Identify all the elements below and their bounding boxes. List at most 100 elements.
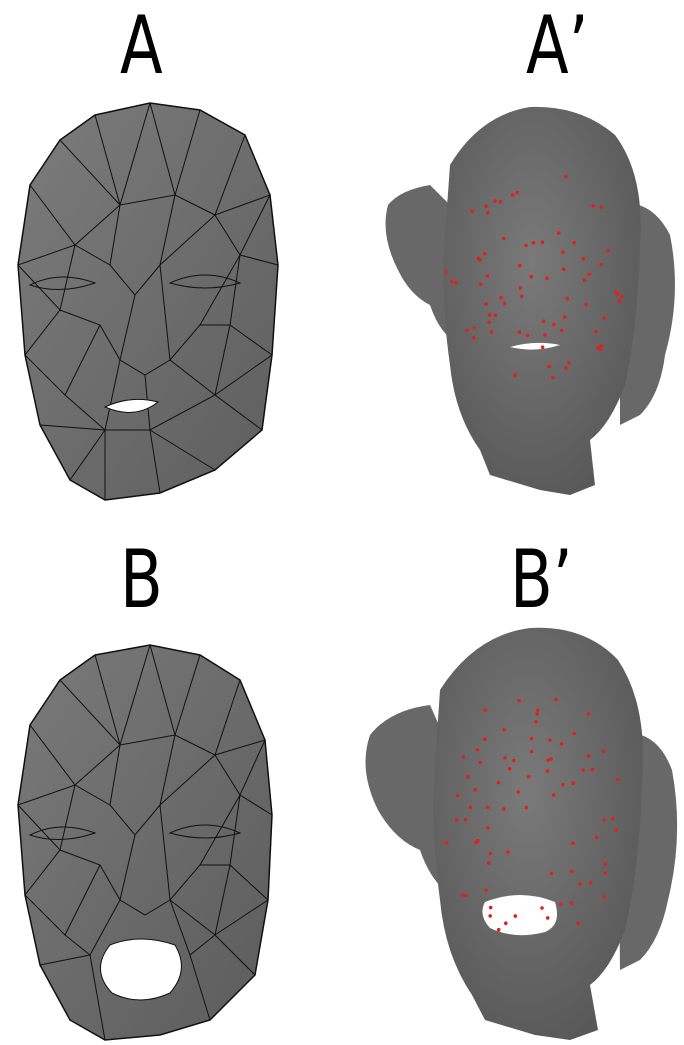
landmark-dot [561,250,565,254]
landmark-dot [517,699,521,703]
landmark-dot [515,191,519,195]
landmark-dot [602,818,606,822]
landmark-dot [576,922,580,926]
landmark-dot [462,755,466,759]
statue-mouth [482,895,557,935]
landmark-dot [518,264,522,268]
landmark-dot [530,750,534,754]
landmark-dot [484,302,488,306]
landmark-dot [581,768,585,772]
landmark-dot [536,709,540,713]
landmark-dot [479,282,483,286]
landmark-dot [483,708,487,712]
landmark-dot [490,330,494,334]
landmark-dot [526,334,530,338]
landmark-dot [589,881,593,885]
landmark-dot [603,862,607,866]
landmark-dot [532,241,536,245]
landmark-dot [554,698,558,702]
mouth-opening [100,939,181,1000]
landmark-dot [552,323,556,327]
landmark-dot [591,768,595,772]
landmark-dot [611,817,615,821]
landmark-dot [454,281,458,285]
landmark-dot [471,210,475,214]
landmark-dot [564,366,568,370]
landmark-dot [450,280,454,284]
landmark-dot [469,806,473,810]
landmark-dot [602,316,606,320]
landmark-dot [570,901,574,905]
landmark-dot [599,206,603,210]
landmark-dot [486,274,490,278]
landmark-dot [587,272,591,276]
landmark-dot [488,313,492,317]
landmark-dot [503,756,507,760]
landmark-dot [493,199,497,203]
landmark-dot [473,788,477,792]
landmark-dot [489,852,493,856]
landmark-dot [572,241,576,245]
landmark-dot [484,205,488,209]
landmark-dot [488,914,492,918]
landmark-dot [519,286,523,290]
landmark-dot [525,806,529,810]
landmark-dot [562,268,566,272]
landmark-dot [606,249,610,253]
landmark-dot [486,211,490,215]
landmark-dot [549,757,553,761]
landmark-dot [445,841,449,845]
landmark-dot [561,783,565,787]
landmark-dot [587,712,591,716]
landmark-dot [599,347,603,351]
landmark-dot [557,231,561,235]
landmark-dot [618,299,622,303]
landmark-dot [547,365,551,369]
landmark-dot [584,303,588,307]
landmark-dot [560,742,564,746]
landmark-dot [502,807,506,811]
landmark-dot [572,781,576,785]
landmark-dot [497,928,501,932]
landmark-dot [552,793,556,797]
statue-face [443,107,640,495]
landmark-dot [483,737,487,741]
mesh-face-a [0,95,290,505]
landmark-dot [499,200,503,204]
landmark-dot [513,374,517,378]
landmark-dot [543,333,547,337]
landmark-dot [602,750,606,754]
landmark-dot [466,775,470,779]
landmark-dot [587,754,591,758]
landmark-dot [476,839,480,843]
landmark-dot [502,237,506,241]
mesh-outline [18,103,278,500]
landmark-dot [477,257,481,261]
landmark-dot [444,270,448,274]
landmark-dot [565,297,569,301]
landmark-dot [583,279,587,283]
landmark-dot [614,290,618,294]
landmark-dot [486,806,490,810]
landmark-dot [546,916,550,920]
landmark-dot [604,871,608,875]
landmark-dot [550,872,554,876]
landmark-dot [478,761,482,765]
statue-head-a-prime [370,95,684,500]
landmark-dot [455,818,459,822]
label-b-prime: B’ [510,540,573,620]
landmark-dot [546,769,550,773]
landmark-dot [535,712,539,716]
landmark-dot [486,826,490,830]
landmark-dot [541,345,545,349]
landmark-dot [545,276,549,280]
landmark-dot [563,315,567,319]
landmark-dot [487,321,491,325]
landmark-dot [494,313,498,317]
landmark-dot [512,759,516,763]
landmark-dot [551,376,555,380]
landmark-dot [518,330,522,334]
landmark-dot [517,790,521,794]
landmark-dot [529,275,533,279]
landmark-dot [514,914,518,918]
